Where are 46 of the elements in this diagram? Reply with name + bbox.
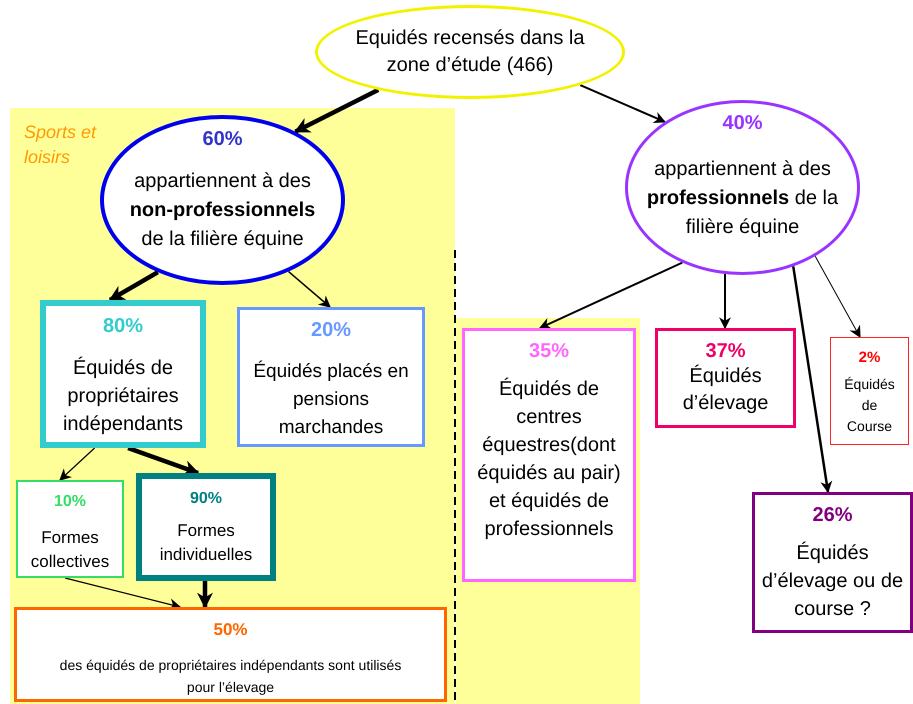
node-text: Équidés de centres équestres(dont équidés au pair) et équidés de professionnels xyxy=(476,376,622,542)
node-text: des équidés de propriétaires indépendants sont utilisés pour l’élevage xyxy=(58,656,402,697)
node-text: appartiennent à des professionnels de la filière équine xyxy=(646,157,840,240)
arrow xyxy=(127,446,200,476)
percentage-label: 80% xyxy=(102,314,144,338)
percentage-label: 35% xyxy=(528,339,570,363)
node-text: Équidés de propriétaires indépendants xyxy=(62,356,184,437)
percentage-label: 90% xyxy=(190,489,222,509)
arrow xyxy=(719,274,731,330)
arrow xyxy=(538,262,683,329)
process-box xyxy=(136,473,276,581)
process-box xyxy=(14,607,447,702)
node-text: Formes individuelles xyxy=(158,520,254,566)
percentage-label: 50% xyxy=(213,619,248,641)
process-box xyxy=(237,307,425,447)
percentage-label: 37% xyxy=(705,339,746,363)
arrow xyxy=(59,448,96,481)
percentage-label: 26% xyxy=(812,503,853,527)
arrow xyxy=(197,581,213,609)
arrow xyxy=(580,84,666,124)
arrow xyxy=(108,270,159,302)
node-text: Équidés de Course xyxy=(843,375,896,436)
process-box xyxy=(752,492,913,633)
percentage-label: 10% xyxy=(54,492,86,512)
node-text: appartiennent à des non-professionnels de la filière équine xyxy=(128,169,316,252)
process-box xyxy=(462,328,636,582)
band-title: Sports et loisirs xyxy=(24,121,98,169)
node-text: Équidés d’élevage ou de course ? xyxy=(760,540,904,622)
process-box xyxy=(655,328,796,428)
percentage-label: 20% xyxy=(310,318,352,342)
node-text: Équidés placés en pensions marchandes xyxy=(252,360,410,440)
process-box xyxy=(40,300,206,448)
node-text: Formes collectives xyxy=(30,527,110,573)
highlight-band xyxy=(10,108,455,704)
arrow xyxy=(288,271,331,308)
process-box xyxy=(16,480,124,578)
highlight-band xyxy=(456,318,640,704)
arrow xyxy=(294,88,380,134)
arrow xyxy=(814,256,861,338)
arrow xyxy=(792,266,832,494)
percentage-label: 60% xyxy=(202,127,243,151)
process-box xyxy=(830,337,909,445)
node-text: Equidés recensés dans la zone d’étude (466) xyxy=(354,26,586,78)
percentage-label: 40% xyxy=(722,111,763,135)
node-text: Équidés d’élevage xyxy=(682,364,770,416)
percentage-label: 2% xyxy=(858,348,880,368)
